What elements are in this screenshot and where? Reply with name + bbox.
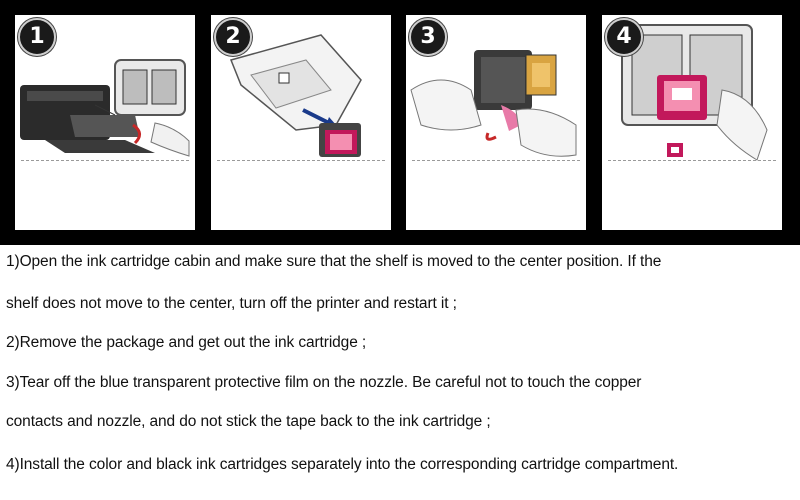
instruction-line: 3)Tear off the blue transparent protecti… xyxy=(6,374,642,391)
divider xyxy=(21,160,189,161)
tear-protective-film-icon xyxy=(410,50,577,157)
divider xyxy=(412,160,580,161)
install-cartridge-icon xyxy=(621,24,768,161)
instruction-line: contacts and nozzle, and do not stick th… xyxy=(6,413,491,430)
illustration-strip: 1 2 3 xyxy=(0,0,800,245)
divider xyxy=(608,160,776,161)
instruction-line: 1)Open the ink cartridge cabin and make … xyxy=(6,253,662,270)
instruction-line: 2)Remove the package and get out the ink… xyxy=(6,334,367,351)
step-number-badge: 3 xyxy=(409,18,447,56)
step-4-panel: 4 xyxy=(602,15,782,230)
instruction-line: 4)Install the color and black ink cartri… xyxy=(6,456,679,473)
cartridge-package-icon xyxy=(229,34,362,157)
printer-open-cabin-icon xyxy=(20,59,190,157)
step-3-panel: 3 xyxy=(406,15,586,230)
step-2-panel: 2 xyxy=(211,15,391,230)
step-number-badge: 4 xyxy=(605,18,643,56)
divider xyxy=(217,160,385,161)
step-number-badge: 1 xyxy=(18,18,56,56)
step-1-panel: 1 xyxy=(15,15,195,230)
instruction-line: shelf does not move to the center, turn … xyxy=(6,295,457,312)
step-number-badge: 2 xyxy=(214,18,252,56)
